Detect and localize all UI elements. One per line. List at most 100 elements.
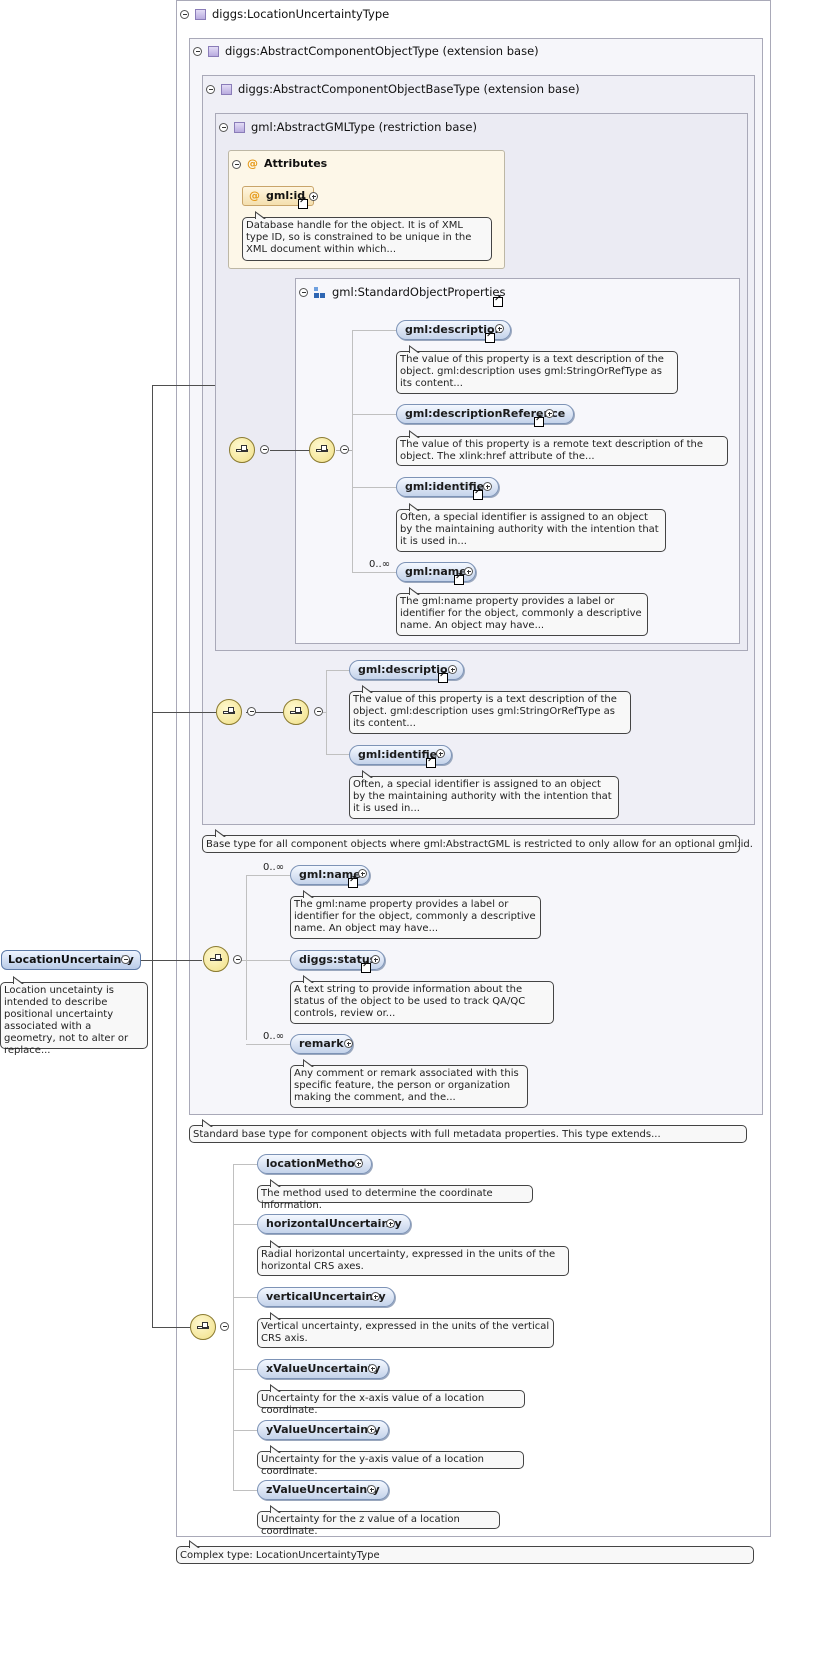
- expand-icon[interactable]: [367, 1485, 376, 1494]
- element-doc: The value of this property is a remote t…: [396, 436, 728, 466]
- base-type-header: diggs:AbstractComponentObjectBaseType (e…: [206, 82, 580, 96]
- expand-icon[interactable]: [367, 1425, 376, 1434]
- gml-type-title: gml:AbstractGMLType (restriction base): [251, 120, 477, 134]
- gml-type-header: gml:AbstractGMLType (restriction base): [219, 120, 477, 134]
- collapse-icon[interactable]: [193, 47, 202, 56]
- expand-icon[interactable]: [371, 1292, 380, 1301]
- complex-type-title: diggs:LocationUncertaintyType: [212, 7, 390, 21]
- reference-icon: [473, 487, 483, 500]
- root-element[interactable]: LocationUncertainty: [1, 950, 141, 970]
- reference-icon: [361, 960, 371, 973]
- occurrence-label: 0..∞: [263, 1031, 285, 1042]
- expand-icon[interactable]: [368, 1364, 377, 1373]
- collapse-icon[interactable]: [219, 123, 228, 132]
- collapse-icon[interactable]: [260, 445, 269, 454]
- reference-icon: [454, 572, 464, 585]
- reference-icon: [298, 196, 308, 209]
- element-verticaluncertainty[interactable]: verticalUncertainty: [257, 1287, 395, 1307]
- reference-icon: [485, 330, 495, 343]
- sequence-icon: [309, 437, 335, 463]
- attributes-header: @ Attributes: [232, 157, 327, 170]
- root-doc: Location uncetainty is intended to descr…: [0, 982, 148, 1056]
- gml-id-doc: Database handle for the object. It is of…: [242, 217, 492, 261]
- complex-type-icon: [208, 46, 219, 57]
- element-gml-identifier[interactable]: gml:identifier: [349, 745, 452, 765]
- complex-type-header: diggs:LocationUncertaintyType: [180, 7, 389, 21]
- sequence-icon: [190, 1314, 216, 1340]
- element-doc: Often, a special identifier is assigned …: [349, 776, 619, 819]
- element-doc: A text string to provide information abo…: [290, 981, 554, 1024]
- attribute-label: gml:id: [266, 189, 306, 202]
- sequence-icon: [283, 699, 309, 725]
- expand-icon[interactable]: [386, 1219, 395, 1228]
- collapse-icon[interactable]: [232, 159, 241, 169]
- standard-props-title: gml:StandardObjectProperties: [332, 285, 506, 299]
- reference-icon: [438, 670, 448, 683]
- collapse-icon[interactable]: [121, 955, 130, 964]
- element-doc: Vertical uncertainty, expressed in the u…: [257, 1318, 554, 1348]
- element-doc: The method used to determine the coordin…: [257, 1185, 533, 1211]
- element-horizontaluncertainty[interactable]: horizontalUncertainty: [257, 1214, 411, 1234]
- expand-icon[interactable]: [448, 665, 457, 674]
- collapse-icon[interactable]: [340, 445, 349, 454]
- element-doc: Any comment or remark associated with th…: [290, 1065, 528, 1108]
- base-type-doc: Base type for all component objects wher…: [202, 835, 753, 853]
- expand-icon[interactable]: [358, 869, 367, 878]
- element-doc: Uncertainty for the z value of a locatio…: [257, 1511, 500, 1537]
- sequence-icon: [203, 946, 229, 972]
- collapse-icon[interactable]: [220, 1322, 229, 1331]
- expand-icon[interactable]: [483, 482, 492, 491]
- occurrence-label: 0..∞: [369, 559, 391, 570]
- complex-type-icon: [195, 9, 206, 20]
- expand-icon[interactable]: [309, 192, 318, 201]
- collapse-icon[interactable]: [247, 707, 256, 716]
- element-locationmethod[interactable]: locationMethod: [257, 1154, 372, 1174]
- element-doc: The gml:name property provides a label o…: [290, 896, 541, 939]
- attributes-title: Attributes: [264, 157, 328, 170]
- expand-icon[interactable]: [495, 324, 504, 333]
- expand-icon[interactable]: [354, 1159, 363, 1168]
- expand-icon[interactable]: [436, 749, 445, 758]
- collapse-icon[interactable]: [233, 955, 242, 964]
- element-doc: Uncertainty for the y-axis value of a lo…: [257, 1451, 524, 1477]
- element-gml-description[interactable]: gml:description: [349, 660, 465, 680]
- collapse-icon[interactable]: [180, 10, 189, 19]
- reference-icon: [426, 755, 436, 768]
- complex-type-icon: [234, 122, 245, 133]
- element-yvalueuncertainty[interactable]: yValueUncertainty: [257, 1420, 390, 1440]
- attribute-icon: @: [247, 157, 258, 170]
- complex-type-doc: Complex type: LocationUncertaintyType: [176, 1546, 754, 1564]
- complex-type-icon: [221, 84, 232, 95]
- element-doc: Radial horizontal uncertainty, expressed…: [257, 1246, 569, 1276]
- base-type-title: diggs:AbstractComponentObjectBaseType (e…: [238, 82, 580, 96]
- expand-icon[interactable]: [464, 567, 473, 576]
- expand-icon[interactable]: [545, 409, 554, 418]
- reference-icon: [493, 294, 503, 307]
- collapse-icon[interactable]: [314, 707, 323, 716]
- element-doc: The value of this property is a text des…: [349, 691, 631, 734]
- standard-props-header: gml:StandardObjectProperties: [299, 285, 505, 299]
- reference-icon: [348, 875, 358, 888]
- expand-icon[interactable]: [344, 1039, 353, 1048]
- element-zvalueuncertainty[interactable]: zValueUncertainty: [257, 1480, 389, 1500]
- expand-icon[interactable]: [371, 955, 380, 964]
- attribute-gml-id[interactable]: @ gml:id: [242, 186, 315, 206]
- element-doc: Often, a special identifier is assigned …: [396, 509, 666, 552]
- element-gml-descriptionreference[interactable]: gml:descriptionReference: [396, 404, 575, 424]
- element-xvalueuncertainty[interactable]: xValueUncertainty: [257, 1359, 390, 1379]
- component-type-doc: Standard base type for component objects…: [189, 1125, 747, 1143]
- reference-icon: [534, 414, 544, 427]
- component-type-header: diggs:AbstractComponentObjectType (exten…: [193, 44, 539, 58]
- element-doc: The gml:name property provides a label o…: [396, 593, 648, 636]
- attribute-icon: @: [249, 189, 260, 202]
- occurrence-label: 0..∞: [263, 862, 285, 873]
- sequence-icon: [216, 699, 242, 725]
- group-icon: [314, 286, 326, 299]
- element-gml-description[interactable]: gml:description: [396, 320, 512, 340]
- element-doc: The value of this property is a text des…: [396, 351, 678, 394]
- element-remark[interactable]: remark: [290, 1034, 353, 1054]
- element-doc: Uncertainty for the x-axis value of a lo…: [257, 1390, 525, 1416]
- collapse-icon[interactable]: [299, 288, 308, 297]
- collapse-icon[interactable]: [206, 85, 215, 94]
- sequence-icon: [229, 437, 255, 463]
